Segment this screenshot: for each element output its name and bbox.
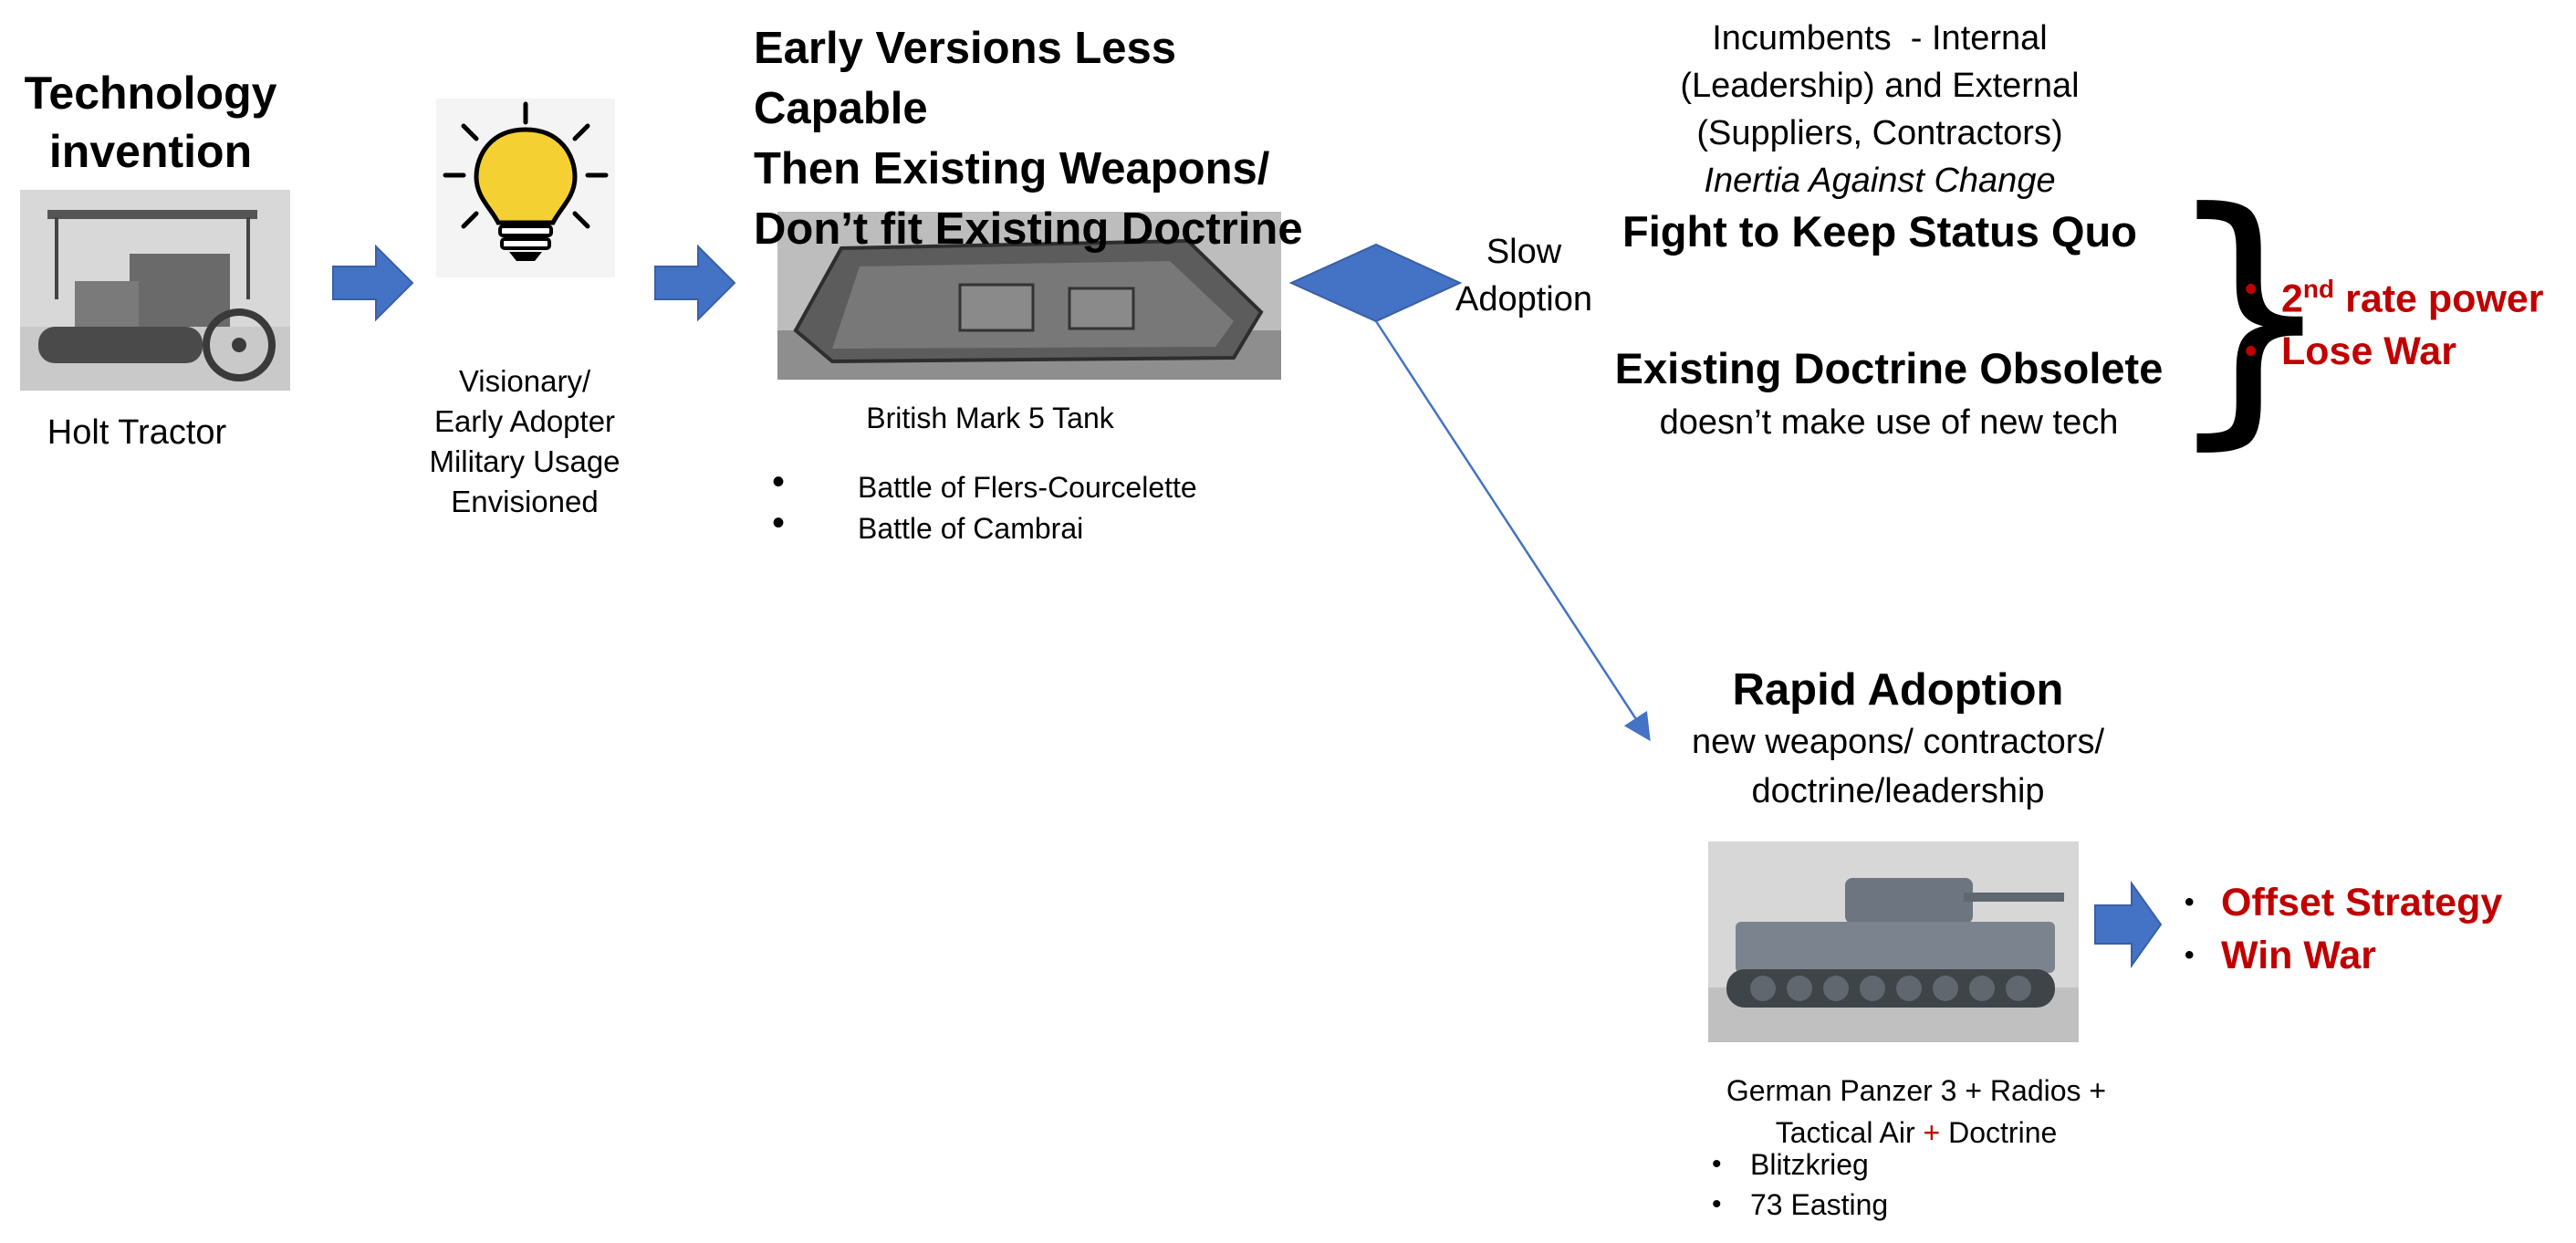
early-versions-line: Don’t fit Existing Doctrine [754, 204, 1303, 254]
lightbulb-icon [436, 99, 615, 277]
panzer-bullet-label: Blitzkrieg [1750, 1148, 1869, 1181]
red-plus: + [1923, 1116, 1941, 1149]
win-war-label: Win War [2221, 934, 2377, 977]
block-arrow-2 [654, 244, 736, 322]
panzer-caption-part: Tactical Air [1775, 1116, 1924, 1149]
power-sup: nd [2302, 275, 2335, 303]
visionary-line: Envisioned [451, 485, 599, 518]
visionary-line: Early Adopter [433, 404, 616, 438]
rapid-adoption-line: doctrine/leadership [1751, 772, 2045, 810]
battle-label: Battle of Flers-Courcelette [858, 471, 1197, 504]
rapid-adoption-title: Rapid Adoption [1732, 665, 2064, 715]
list-item: • Lose War [2245, 325, 2544, 378]
panzer-tank-photo [1708, 841, 2079, 1042]
list-item: • Battle of Cambrai [772, 503, 1197, 549]
rapid-outcome-list: • Offset Strategy • Win War [2185, 876, 2503, 982]
slow-adoption-line: Slow [1486, 233, 1562, 271]
mark5-caption: British Mark 5 Tank [866, 402, 1114, 434]
panzer-caption-part: Doctrine [1940, 1116, 2058, 1149]
visionary-line: Military Usage [429, 444, 621, 478]
battles-list: • Battle of Flers-Courcelette • Battle of … [772, 462, 1197, 549]
rapid-adoption-line: new weapons/ contractors/ [1691, 723, 2104, 761]
power-prefix: 2 [2281, 277, 2303, 321]
list-item: • Offset Strategy [2185, 876, 2503, 929]
inertia-line: Inertia Against Change [1704, 162, 2056, 200]
bullet-icon: • [2245, 332, 2258, 371]
technology-title-text: Technology invention [24, 68, 277, 177]
panzer-caption-line: German Panzer 3 + Radios + [1726, 1074, 2107, 1107]
bullet-icon: • [772, 462, 786, 502]
incumbents-block: Incumbents - Internal (Leadership) and E… [1551, 15, 2208, 204]
slow-outcome-list: • 2nd rate power • Lose War [2245, 263, 2544, 378]
visionary-caption: Visionary/ Early Adopter Military Usage … [392, 361, 657, 522]
rapid-adoption-connector [1374, 320, 1651, 742]
slow-adoption-line: Adoption [1455, 280, 1592, 319]
slow-adoption-label: Slow Adoption [1442, 228, 1606, 323]
early-versions-line: Then Existing Weapons/ [754, 144, 1270, 193]
offset-strategy-label: Offset Strategy [2221, 881, 2503, 924]
panzer-bullets: • Blitzkrieg • 73 Easting [1712, 1144, 1889, 1225]
technology-title: Technology invention [0, 64, 301, 181]
bullet-icon: • [772, 503, 786, 543]
early-versions-line: Early Versions Less Capable [754, 24, 1177, 133]
doesnt-use-tech: doesn’t make use of new tech [1659, 403, 2119, 442]
bullet-icon: • [2185, 887, 2195, 917]
bullet-icon: • [2185, 940, 2195, 970]
fight-status-quo: Fight to Keep Status Quo [1622, 207, 2137, 256]
visionary-line: Visionary/ [458, 364, 591, 398]
power-suffix: rate power [2334, 277, 2544, 321]
lose-war-label: Lose War [2281, 329, 2456, 374]
rapid-adoption-sub: new weapons/ contractors/ doctrine/leade… [1624, 717, 2172, 816]
incumbents-line: (Suppliers, Contractors) [1696, 114, 2063, 152]
list-item: • Blitzkrieg [1712, 1144, 1888, 1185]
existing-doctrine-obsolete: Existing Doctrine Obsolete [1614, 344, 2164, 392]
decision-diamond [1288, 243, 1463, 323]
early-versions-title: Early Versions Less Capable Then Existin… [754, 18, 1338, 259]
block-arrow-3 [2094, 880, 2163, 969]
list-item: • Win War [2185, 929, 2502, 982]
panzer-caption: German Panzer 3 + Radios + Tactical Air … [1670, 1070, 2163, 1154]
battle-label: Battle of Cambrai [858, 512, 1084, 545]
list-item: • 2nd rate power [2245, 263, 2544, 325]
holt-tractor-photo [20, 190, 290, 391]
panzer-caption-line: Tactical Air + Doctrine [1670, 1112, 2163, 1154]
holt-caption: Holt Tractor [47, 413, 227, 452]
block-arrow-1 [332, 244, 414, 322]
list-item: • Battle of Flers-Courcelette [772, 462, 1197, 508]
bullet-icon: • [2245, 270, 2258, 308]
right-brace: } [2163, 154, 2337, 473]
panzer-bullet-label: 73 Easting [1750, 1188, 1889, 1221]
incumbents-line: (Leadership) and External [1680, 67, 2080, 105]
bullet-icon: • [1712, 1189, 1722, 1219]
list-item: • 73 Easting [1712, 1185, 1889, 1225]
incumbents-line: Incumbents - Internal [1712, 19, 2048, 57]
bullet-icon: • [1712, 1149, 1722, 1179]
mark5-tank-photo [777, 212, 1281, 380]
